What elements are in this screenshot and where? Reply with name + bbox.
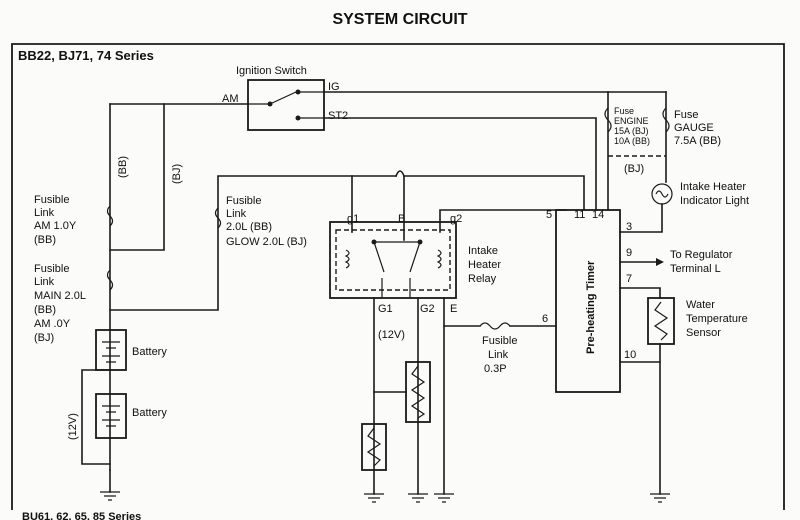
- relay-inner-dashed: [335, 229, 451, 291]
- relay-E-label: E: [450, 303, 457, 315]
- fusible-link-glow-line3: 2.0L (BB): [226, 221, 272, 233]
- fusible-link-1-line1: Fusible: [34, 194, 69, 206]
- battery-series-wire: [81, 369, 111, 465]
- fusible-link-main-line1: Fusible: [34, 263, 69, 275]
- fusible-link-glow-line2: Link: [226, 208, 247, 220]
- fusible-link-main-line6: (BJ): [34, 332, 54, 344]
- regulator-line2: Terminal L: [670, 263, 721, 275]
- fusible-link-timer-line1: Fusible: [482, 335, 517, 347]
- fusible-link-main-line4: (BB): [34, 304, 56, 316]
- fusible-link-glow-line4: GLOW 2.0L (BJ): [226, 236, 307, 248]
- ignition-switch-label: Ignition Switch: [236, 65, 307, 77]
- ignition-ig-label: IG: [328, 81, 340, 93]
- relay-g2-label: g2: [450, 213, 462, 225]
- ignition-switch-contacts: [248, 89, 324, 121]
- fusible-link-main-line3: MAIN 2.0L: [34, 290, 86, 302]
- timer-pin-5: 5: [546, 209, 552, 221]
- battery-1-label: Battery: [132, 346, 167, 358]
- bb-wire: [109, 103, 165, 251]
- fusible-link-timer-symbol: [479, 322, 511, 330]
- relay-coil-right: [436, 249, 442, 269]
- battery-volt-label: (12V): [67, 413, 79, 440]
- relay-line2: Heater: [468, 259, 501, 271]
- glow-resistor-1: [361, 423, 387, 471]
- relay-g1-label: g1: [347, 213, 359, 225]
- indicator-line1: Intake Heater: [680, 181, 746, 193]
- timer-pin-7: 7: [626, 273, 632, 285]
- fuse-gauge-line2: GAUGE: [674, 122, 714, 134]
- ground-battery-symbol: [100, 469, 120, 501]
- fusible-link-am-symbol: [106, 205, 114, 227]
- ignition-am-label: AM: [222, 93, 239, 105]
- timer-pin-9: 9: [626, 247, 632, 259]
- relay-G2-label: G2: [420, 303, 435, 315]
- water-temp-sensor-symbol: [647, 297, 675, 345]
- wire-bj-label: (BJ): [171, 164, 183, 184]
- sensor-line2: Temperature: [686, 313, 748, 325]
- ignition-st2-label: ST2: [328, 110, 348, 122]
- relay-g2-wire: [439, 209, 567, 233]
- glow-volt-label: (12V): [378, 329, 405, 341]
- gauge-fuse-symbol: [662, 107, 670, 133]
- wire-bb-label: (BB): [117, 156, 129, 178]
- fusible-link-1-line3: AM 1.0Y: [34, 220, 77, 232]
- sensor-line3: Sensor: [686, 327, 721, 339]
- fusible-link-glow-symbol: [214, 207, 222, 229]
- battery-2-symbol: [95, 393, 127, 439]
- timer-pin-10: 10: [624, 349, 636, 361]
- fuse-engine-line1: Fuse: [614, 106, 634, 116]
- timer-pin-6: 6: [542, 313, 548, 325]
- timer-label: Pre-heating Timer: [585, 260, 597, 354]
- fuse-bj-label: (BJ): [624, 163, 644, 175]
- regulator-arrow-icon: [656, 258, 664, 266]
- relay-line3: Relay: [468, 273, 497, 285]
- fusible-link-glow-line1: Fusible: [226, 195, 261, 207]
- fuse-gauge-line1: Fuse: [674, 109, 698, 121]
- relay-box: [329, 221, 457, 299]
- relay-contacts: [371, 239, 423, 298]
- diagram-title: SYSTEM CIRCUIT: [332, 11, 467, 28]
- fuse-gauge-line3: 7.5A (BB): [674, 135, 721, 147]
- timer-pin-11: 11: [574, 209, 585, 221]
- battery-1-symbol: [95, 329, 127, 371]
- preheating-timer-box: [555, 209, 621, 393]
- fusible-link-timer-line2: Link: [488, 349, 509, 361]
- fusible-link-1-line2: Link: [34, 207, 55, 219]
- diagram-frame: [11, 43, 785, 510]
- fusible-link-1-line4: (BB): [34, 234, 56, 246]
- timer-pin-14: 14: [592, 209, 604, 221]
- fuse-engine-line4: 10A (BB): [614, 136, 650, 146]
- regulator-line1: To Regulator: [670, 249, 733, 261]
- fuse-engine-line2: ENGINE: [614, 116, 649, 126]
- relay-line1: Intake: [468, 245, 498, 257]
- fusible-link-main-line2: Link: [34, 276, 55, 288]
- timer-feed-wire: [403, 175, 585, 211]
- battery-2-label: Battery: [132, 407, 167, 419]
- relay-b-label: B: [398, 213, 405, 225]
- ground-glow-1: [364, 493, 384, 503]
- indicator-wire: [619, 203, 663, 233]
- ground-sensor: [650, 493, 670, 503]
- indicator-line2: Indicator Light: [680, 195, 749, 207]
- sensor-line1: Water: [686, 299, 715, 311]
- ignition-switch-box: [247, 79, 325, 131]
- fusible-link-timer-line3: 0.3P: [484, 363, 507, 375]
- series-bottom-label: BU61, 62, 65, 85 Series: [22, 511, 141, 520]
- fuse-engine-line3: 15A (BJ): [614, 126, 649, 136]
- engine-fuse-symbol: [604, 107, 612, 133]
- st2-wire: [323, 117, 597, 211]
- timer-pin-3: 3: [626, 221, 632, 233]
- sensor-top-wire: [619, 287, 661, 299]
- ground-glow-2: [408, 493, 428, 503]
- series-top-label: BB22, BJ71, 74 Series: [18, 48, 154, 63]
- ground-relay-e: [434, 493, 454, 503]
- relay-coil-left: [344, 249, 350, 269]
- indicator-light-symbol: [651, 183, 673, 205]
- relay-G1-label: G1: [378, 303, 393, 315]
- fusible-link-main-symbol: [106, 269, 114, 291]
- fusible-link-main-line5: AM .0Y: [34, 318, 71, 330]
- glow-wire: [109, 175, 397, 311]
